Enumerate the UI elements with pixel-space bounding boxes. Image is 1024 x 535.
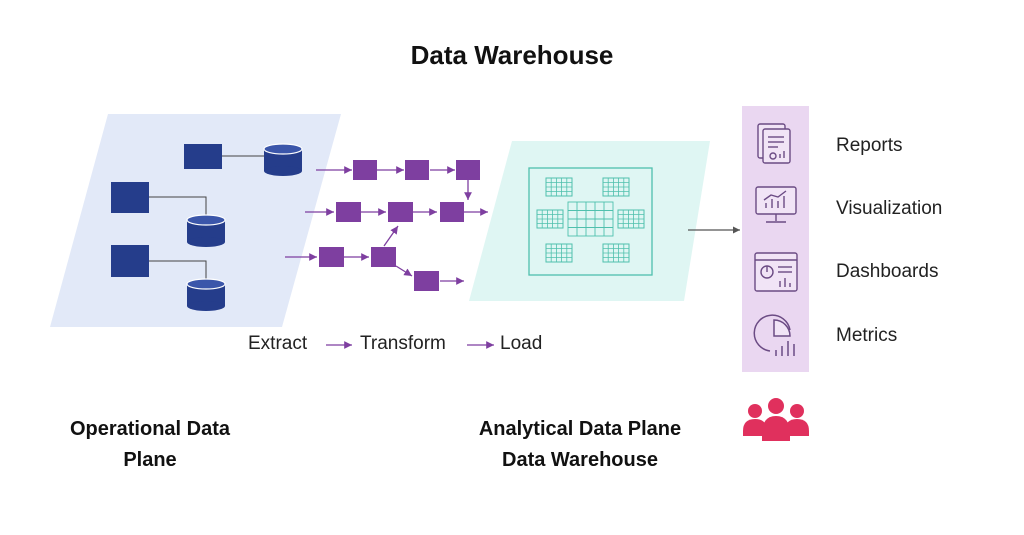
etl-node xyxy=(388,202,413,222)
source-box-3 xyxy=(111,245,149,277)
analytical-caption-line2: Data Warehouse xyxy=(502,449,658,471)
etl-node xyxy=(336,202,361,222)
page-title: Data Warehouse xyxy=(410,40,614,70)
output-label-dashboards: Dashboards xyxy=(836,261,939,282)
dashboard-icon xyxy=(754,252,798,292)
etl-node xyxy=(456,160,480,180)
output-label-metrics: Metrics xyxy=(836,325,898,346)
source-box-2 xyxy=(111,182,149,213)
analytical-plane xyxy=(469,141,710,301)
users-icon xyxy=(743,398,809,441)
operational-plane-caption: Operational Data Plane xyxy=(40,414,260,476)
etl-nodes xyxy=(319,160,480,291)
etl-node xyxy=(319,247,344,267)
etl-node xyxy=(353,160,377,180)
visualization-icon xyxy=(755,186,797,223)
database-icon-3 xyxy=(186,278,226,312)
output-label-reports: Reports xyxy=(836,135,903,156)
output-label-visualization: Visualization xyxy=(836,198,943,219)
warehouse-frame xyxy=(528,167,653,276)
etl-transform-label: Transform xyxy=(360,333,446,354)
operational-caption-line1: Operational Data xyxy=(69,418,231,440)
etl-node xyxy=(405,160,429,180)
operational-plane xyxy=(50,114,341,327)
etl-node xyxy=(414,271,439,291)
report-icon xyxy=(757,123,791,164)
etl-load-label: Load xyxy=(500,333,543,354)
central-table-icon xyxy=(567,201,614,237)
source-box-1 xyxy=(184,144,222,169)
analytical-caption-line1: Analytical Data Plane xyxy=(478,418,682,440)
etl-extract-label: Extract xyxy=(248,333,308,354)
etl-pipeline xyxy=(285,166,488,285)
analytical-plane-caption: Analytical Data Plane Data Warehouse xyxy=(440,414,720,476)
metrics-icon xyxy=(753,314,795,356)
database-icon-2 xyxy=(186,214,226,248)
etl-node xyxy=(371,247,396,267)
etl-node xyxy=(440,202,464,222)
database-icon-1 xyxy=(263,143,303,177)
operational-caption-line2: Plane xyxy=(123,449,177,471)
